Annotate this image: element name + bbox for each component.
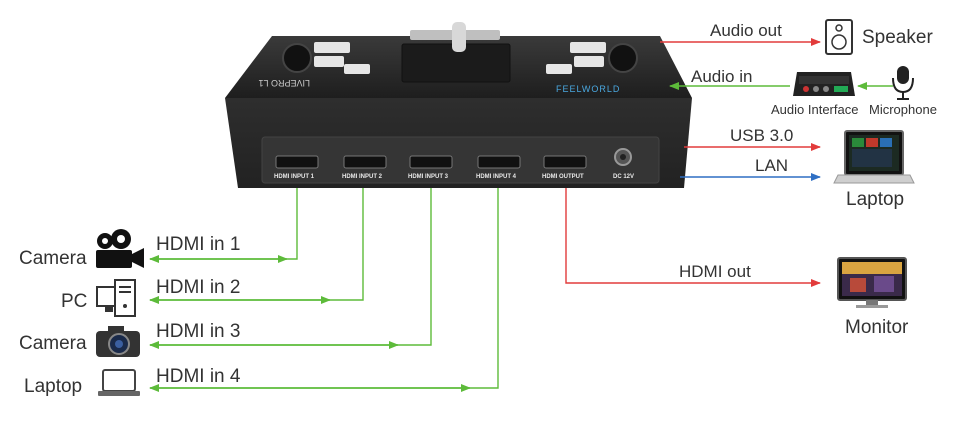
laptop-destination-icon <box>833 130 915 184</box>
photo-camera-icon <box>96 326 140 357</box>
monitor-icon <box>837 257 907 308</box>
svg-text:HDMI INPUT 2: HDMI INPUT 2 <box>342 174 383 180</box>
audio-interface-icon <box>793 72 855 96</box>
svg-text:DC 12V: DC 12V <box>613 174 634 180</box>
hdmi-out-line <box>565 188 821 287</box>
dc-power-port: DC 12V <box>613 148 634 180</box>
hdmi-port-4: HDMI INPUT 4 <box>476 155 521 180</box>
hdmi-port-3: HDMI INPUT 3 <box>408 155 453 180</box>
hdmi-in-arrows <box>150 255 471 392</box>
source-camera-3-label: Camera <box>19 333 87 354</box>
hdmi-in-2-label: HDMI in 2 <box>156 277 240 298</box>
laptop-destination-label: Laptop <box>846 189 904 210</box>
svg-text:HDMI INPUT 3: HDMI INPUT 3 <box>408 174 449 180</box>
hdmi-port-1: HDMI INPUT 1 <box>274 155 319 180</box>
hdmi-in-3-label: HDMI in 3 <box>156 321 240 342</box>
usb-label: USB 3.0 <box>730 126 793 145</box>
hdmi-in-1-label: HDMI in 1 <box>156 234 240 255</box>
lan-label: LAN <box>755 156 788 175</box>
video-camera-icon <box>96 229 144 268</box>
svg-text:HDMI INPUT 1: HDMI INPUT 1 <box>274 174 315 180</box>
audio-interface-label: Audio Interface <box>771 102 858 117</box>
speaker-label: Speaker <box>862 27 933 48</box>
svg-text:HDMI INPUT 4: HDMI INPUT 4 <box>476 174 517 180</box>
speaker-icon <box>825 19 853 55</box>
brand-label: FEELWORLD <box>556 84 620 94</box>
audio-out-label: Audio out <box>710 21 782 40</box>
source-laptop-label: Laptop <box>24 376 82 397</box>
model-label: LIVEPRO L1 <box>258 78 310 88</box>
hdmi-out-label: HDMI out <box>679 262 751 281</box>
audio-in-label: Audio in <box>691 67 752 86</box>
source-pc-label: PC <box>61 291 87 312</box>
microphone-icon <box>892 66 914 100</box>
laptop-icon <box>98 369 140 396</box>
hdmi-output-port: HDMI OUTPUT <box>542 155 587 180</box>
microphone-label: Microphone <box>869 102 937 117</box>
pc-icon <box>96 279 136 317</box>
svg-text:HDMI OUTPUT: HDMI OUTPUT <box>542 174 584 180</box>
monitor-label: Monitor <box>845 317 909 338</box>
hdmi-port-2: HDMI INPUT 2 <box>342 155 387 180</box>
source-camera-1-label: Camera <box>19 248 87 269</box>
hdmi-in-4-label: HDMI in 4 <box>156 366 241 387</box>
